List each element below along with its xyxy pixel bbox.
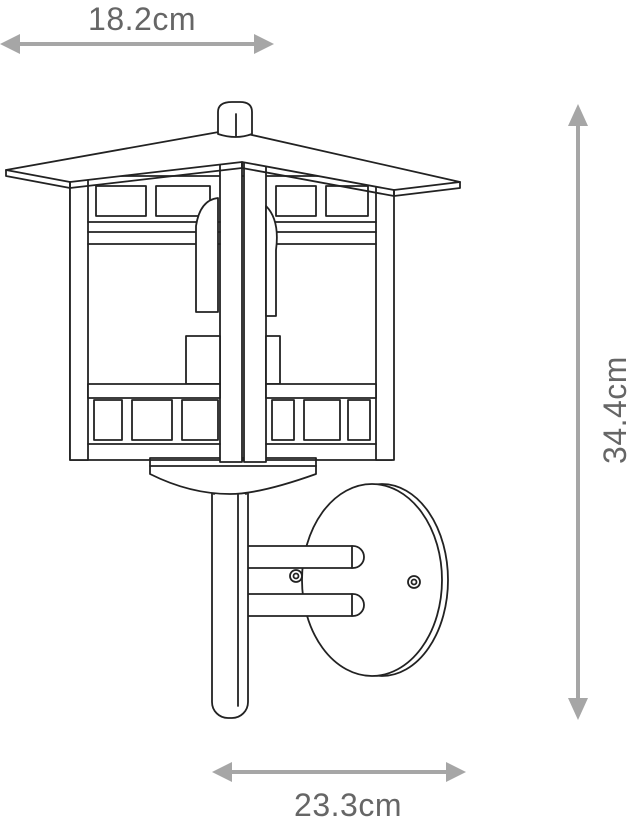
top-width-label: 18.2cm <box>88 1 196 37</box>
post-body <box>211 477 249 719</box>
projection-dimension: 23.3cm <box>212 762 466 821</box>
upper-arm <box>237 545 365 569</box>
wall-mount-plate <box>301 483 449 677</box>
plate-screw <box>407 575 421 589</box>
height-label: 34.4cm <box>597 356 629 464</box>
base-cup <box>149 457 317 495</box>
wall-plate-face <box>301 483 443 677</box>
height-arrow-top <box>568 104 588 126</box>
lantern-cage <box>69 159 395 463</box>
left-post <box>69 175 89 461</box>
support-post <box>211 477 249 719</box>
lower-arm <box>237 593 365 617</box>
top-width-dimension: 18.2cm <box>0 1 274 54</box>
height-arrow-bottom <box>568 698 588 720</box>
right-post <box>375 175 395 461</box>
roof-finial <box>217 101 253 138</box>
projection-arrow-right <box>446 762 466 782</box>
center-post-right <box>243 159 267 463</box>
bulb-outline <box>195 197 219 313</box>
center-post-left <box>219 159 243 463</box>
height-dimension: 34.4cm <box>568 104 629 720</box>
top-width-arrow-left <box>0 34 20 54</box>
top-width-arrow-right <box>254 34 274 54</box>
socket-right <box>265 335 281 385</box>
projection-label: 23.3cm <box>294 787 402 821</box>
arm-screw <box>289 569 303 583</box>
projection-arrow-left <box>212 762 232 782</box>
lantern-illustration <box>5 101 461 719</box>
mounting-arms <box>237 545 365 617</box>
lantern-roof <box>5 101 461 197</box>
socket-left <box>185 335 221 385</box>
lantern-base <box>149 457 317 495</box>
